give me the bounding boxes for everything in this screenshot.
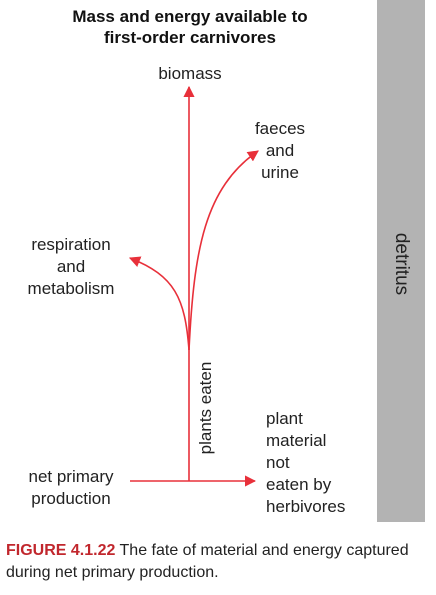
biomass-label: biomass <box>158 64 222 83</box>
title-line-1: Mass and energy available to <box>72 7 308 26</box>
caption-text: The fate of material and energy captured… <box>6 542 409 581</box>
plants-eaten-label: plants eaten <box>196 361 215 455</box>
figure-number: FIGURE 4.1.22 <box>6 542 116 559</box>
faeces-line-2: and <box>265 141 295 160</box>
title-line-2: first-order carnivores <box>104 28 276 47</box>
not-eaten-line-5: herbivores <box>266 497 346 516</box>
not-eaten-line-4: eaten by <box>266 475 332 494</box>
arrow-to-respiration <box>128 256 190 351</box>
faeces-urine-label: faeces and urine <box>242 118 318 184</box>
npp-line-2: production <box>31 489 111 508</box>
detritus-bar <box>377 0 425 522</box>
respiration-line-2: and <box>56 257 86 276</box>
net-primary-production-label: net primary production <box>16 466 126 510</box>
faeces-line-1: faeces <box>254 119 306 138</box>
figure-caption: FIGURE 4.1.22 The fate of material and e… <box>6 540 430 584</box>
respiration-line-3: metabolism <box>27 279 115 298</box>
arrow-to-faeces <box>188 150 259 351</box>
not-eaten-line-1: plant <box>266 409 303 428</box>
not-eaten-line-2: material <box>266 431 327 450</box>
not-eaten-label: plant material not eaten by herbivores <box>266 408 376 518</box>
respiration-label: respiration and metabolism <box>12 234 130 300</box>
respiration-line-1: respiration <box>31 235 111 254</box>
not-eaten-line-3: not <box>266 453 290 472</box>
faeces-line-3: urine <box>261 163 299 182</box>
diagram-title: Mass and energy available to first-order… <box>40 6 340 48</box>
npp-line-1: net primary <box>28 467 114 486</box>
